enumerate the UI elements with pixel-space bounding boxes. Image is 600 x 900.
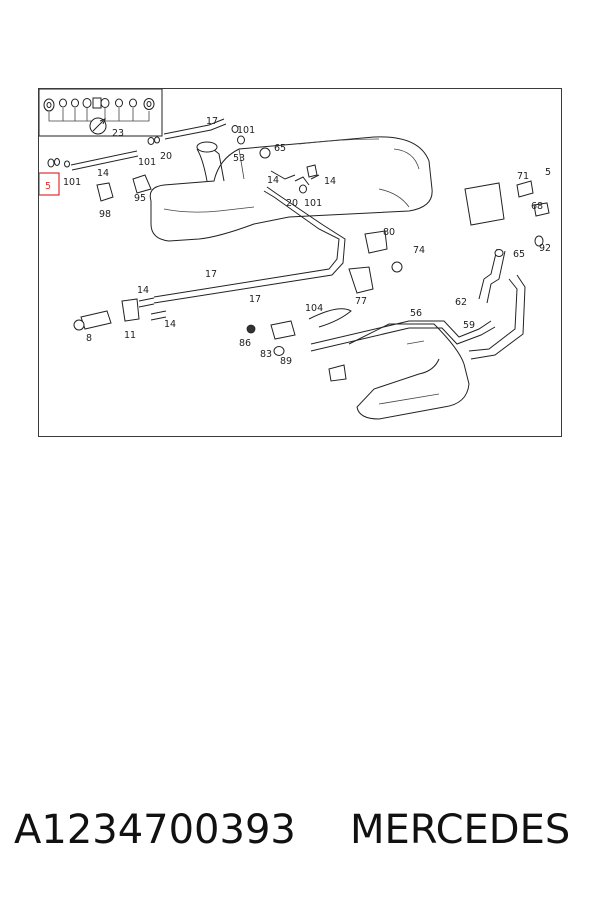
- callout[interactable]: 56: [410, 308, 422, 319]
- wrench-icon: [89, 117, 107, 135]
- callout[interactable]: 77: [355, 296, 367, 307]
- brand-name: MERCEDES: [350, 807, 571, 853]
- callout[interactable]: 14: [324, 176, 336, 187]
- callout[interactable]: 20: [286, 198, 298, 209]
- callout[interactable]: 14: [137, 285, 149, 296]
- callout[interactable]: 104: [305, 303, 323, 314]
- callout[interactable]: 5: [545, 167, 551, 178]
- callout[interactable]: 17: [249, 294, 261, 305]
- parts-diagram: 5 101 14 98 95 101 20 17 101 53 65 23 14…: [38, 88, 562, 437]
- callout[interactable]: 98: [99, 209, 111, 220]
- callout[interactable]: 95: [134, 193, 146, 204]
- callout[interactable]: 14: [97, 168, 109, 179]
- callout[interactable]: 14: [267, 175, 279, 186]
- callout[interactable]: 65: [274, 143, 286, 154]
- fuel-system-exploded-view: 5 101 14 98 95 101 20 17 101 53 65 23 14…: [39, 89, 551, 420]
- part-number: A1234700393: [14, 807, 296, 853]
- highlight-box: [39, 172, 60, 196]
- callout[interactable]: 101: [63, 177, 81, 188]
- callout[interactable]: 23: [112, 128, 124, 139]
- callout-5-highlighted[interactable]: 5: [45, 181, 51, 192]
- fuel-tank: [149, 136, 433, 242]
- callout[interactable]: 8: [86, 333, 92, 344]
- callout[interactable]: 101: [138, 157, 156, 168]
- callout[interactable]: 71: [517, 171, 529, 182]
- lower-tank: [348, 323, 470, 420]
- callout[interactable]: 101: [237, 125, 255, 136]
- callout[interactable]: 59: [463, 320, 475, 331]
- small-parts: [47, 125, 550, 382]
- callout[interactable]: 20: [160, 151, 172, 162]
- product-caption: A1234700393 MERCEDES: [0, 800, 600, 860]
- callout[interactable]: 89: [280, 356, 292, 367]
- callout-labels: 5 101 14 98 95 101 20 17 101 53 65 23 14…: [39, 116, 551, 367]
- fuel-lines: [70, 118, 526, 360]
- callout[interactable]: 11: [124, 330, 136, 341]
- callout[interactable]: 92: [539, 243, 551, 254]
- callout[interactable]: 17: [205, 269, 217, 280]
- callout[interactable]: 62: [455, 297, 467, 308]
- callout[interactable]: 74: [413, 245, 425, 256]
- callout[interactable]: 65: [513, 249, 525, 260]
- callout[interactable]: 68: [531, 201, 543, 212]
- callout[interactable]: 83: [260, 349, 272, 360]
- callout[interactable]: 80: [383, 227, 395, 238]
- callout[interactable]: 53: [233, 153, 245, 164]
- callout[interactable]: 86: [239, 338, 251, 349]
- fastener-inset: [39, 89, 163, 137]
- callout[interactable]: 17: [206, 116, 218, 127]
- callout[interactable]: 14: [164, 319, 176, 330]
- callout[interactable]: 101: [304, 198, 322, 209]
